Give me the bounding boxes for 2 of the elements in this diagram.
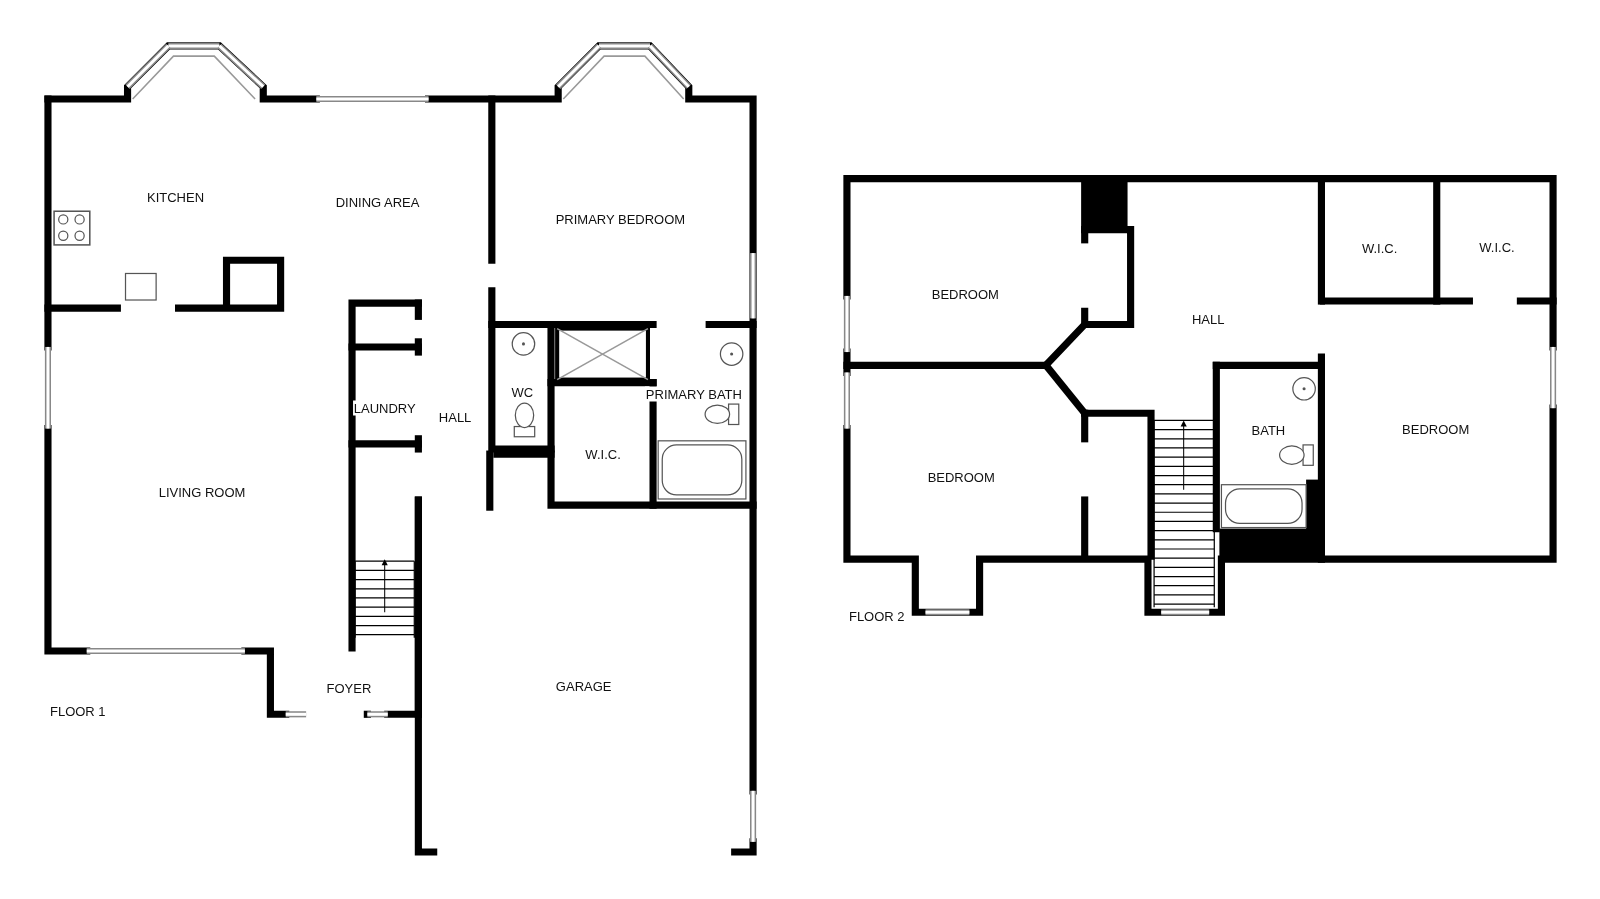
room-label: LAUNDRY: [352, 400, 417, 416]
room-label: PRIMARY BATH: [644, 386, 743, 402]
